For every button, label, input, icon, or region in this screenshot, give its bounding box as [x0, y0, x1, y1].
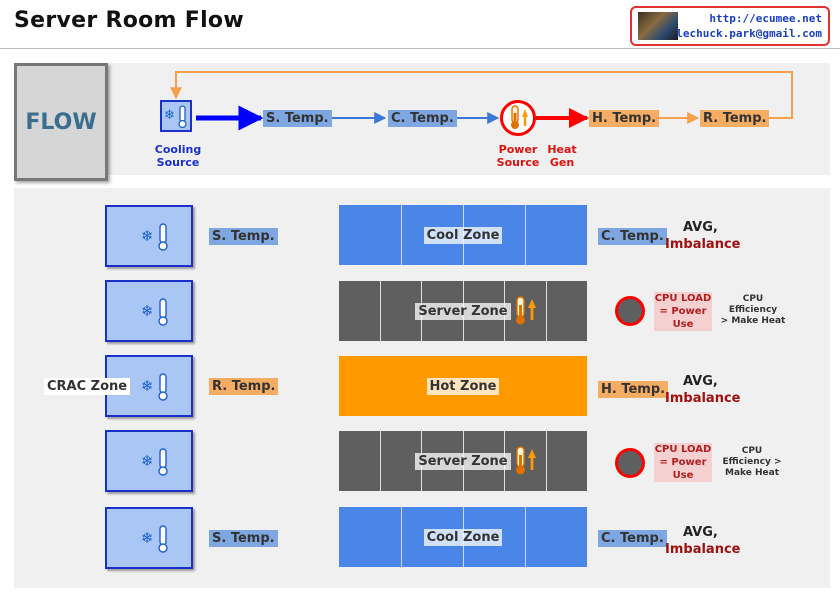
- cool-zone-top: Cool Zone: [339, 205, 587, 265]
- cooling-caption-line2: Source: [156, 156, 200, 169]
- cooling-source-caption: Cooling Source: [150, 143, 206, 169]
- server-zone-bottom: Server Zone: [339, 431, 587, 491]
- snowflake-thermometer-icon: ❄: [141, 525, 168, 553]
- cpu-load-line2: = Power: [659, 457, 707, 468]
- power-source-icon: [500, 100, 536, 136]
- room-s-temp-top: S. Temp.: [209, 228, 278, 245]
- hot-zone-label: Hot Zone: [426, 377, 500, 395]
- snowflake-thermometer-icon: ❄: [164, 105, 187, 129]
- snowflake-thermometer-icon: ❄: [141, 298, 168, 326]
- room-r-temp: R. Temp.: [209, 378, 279, 395]
- svg-text:❄: ❄: [141, 529, 154, 547]
- flow-s-temp: S. Temp.: [263, 110, 332, 127]
- eff-line3: Make Heat: [724, 468, 780, 478]
- eff-line2: Efficiency >: [722, 457, 782, 467]
- flow-return-loop: [170, 71, 793, 119]
- cpu-efficiency-note-top: CPU Efficiency > Make Heat: [718, 294, 788, 327]
- power-caption-line2: Source: [496, 156, 540, 169]
- page-title: Server Room Flow: [14, 8, 244, 33]
- cool-zone-bottom: Cool Zone: [339, 507, 587, 567]
- heat-gen-caption: Heat Gen: [542, 143, 582, 169]
- svg-text:❄: ❄: [141, 377, 154, 395]
- cpu-load-note-bottom: CPU LOAD = Power Use: [654, 443, 712, 482]
- contact-badge: http://ecumee.net lechuck.park@gmail.com: [630, 6, 830, 46]
- crac-unit: ❄: [105, 355, 193, 417]
- cpu-efficiency-note-bottom: CPU Efficiency > Make Heat: [716, 446, 788, 479]
- title-divider: [0, 48, 840, 49]
- imbalance-label: Imbalance: [665, 391, 741, 406]
- flow-h-temp: H. Temp.: [589, 110, 660, 127]
- author-thumbnail: [638, 12, 678, 40]
- crac-unit: ❄: [105, 280, 193, 342]
- cpu-load-line3: Use: [672, 319, 694, 330]
- server-zone-label: Server Zone: [415, 452, 511, 470]
- crac-unit: ❄: [105, 430, 193, 492]
- cpu-load-note-top: CPU LOAD = Power Use: [654, 292, 712, 331]
- svg-text:❄: ❄: [141, 452, 154, 470]
- flow-r-temp: R. Temp.: [700, 110, 770, 127]
- contact-url[interactable]: http://ecumee.net: [709, 12, 822, 25]
- cooling-source-icon: ❄: [160, 100, 192, 132]
- crac-unit: ❄: [105, 205, 193, 267]
- cool-zone-label: Cool Zone: [423, 226, 503, 244]
- room-c-temp-bottom: C. Temp.: [598, 530, 667, 547]
- server-zone-label: Server Zone: [415, 302, 511, 320]
- snowflake-thermometer-icon: ❄: [141, 223, 168, 251]
- cool-zone-label: Cool Zone: [423, 528, 503, 546]
- eff-line2: Efficiency: [728, 305, 778, 315]
- room-c-temp-top: C. Temp.: [598, 228, 667, 245]
- power-source-caption: Power Source: [492, 143, 544, 169]
- imbalance-label: Imbalance: [665, 542, 741, 557]
- snowflake-thermometer-icon: ❄: [141, 448, 168, 476]
- avg-imbalance-top: AVG, Imbalance: [665, 219, 740, 253]
- heat-thermometer-icon: [511, 105, 528, 129]
- snowflake-thermometer-icon: ❄: [141, 373, 168, 401]
- cpu-node-bottom: [615, 448, 645, 478]
- cpu-load-line1: CPU LOAD: [654, 293, 712, 304]
- crac-unit: ❄: [105, 507, 193, 569]
- flow-c-temp: C. Temp.: [388, 110, 457, 127]
- eff-line1: CPU: [742, 294, 764, 304]
- svg-text:❄: ❄: [141, 227, 154, 245]
- svg-text:❄: ❄: [141, 302, 154, 320]
- heat-caption-line2: Gen: [549, 156, 575, 169]
- avg-label: AVG,: [683, 525, 718, 540]
- avg-imbalance-bottom: AVG, Imbalance: [665, 524, 740, 558]
- contact-email[interactable]: lechuck.park@gmail.com: [676, 27, 822, 40]
- heat-thermometer-icon: [516, 296, 536, 325]
- hot-zone: Hot Zone: [339, 356, 587, 416]
- eff-line3: > Make Heat: [720, 316, 786, 326]
- cpu-load-line3: Use: [672, 470, 694, 481]
- power-caption-line1: Power: [498, 143, 538, 156]
- crac-zone-label: CRAC Zone: [44, 378, 131, 395]
- room-s-temp-bottom: S. Temp.: [209, 530, 278, 547]
- cpu-node-top: [615, 296, 645, 326]
- avg-label: AVG,: [683, 374, 718, 389]
- heat-caption-line1: Heat: [547, 143, 577, 156]
- flow-box: FLOW: [14, 63, 108, 181]
- imbalance-label: Imbalance: [665, 237, 741, 252]
- eff-line1: CPU: [741, 446, 763, 456]
- cpu-load-line1: CPU LOAD: [654, 444, 712, 455]
- server-zone-top: Server Zone: [339, 281, 587, 341]
- avg-label: AVG,: [683, 220, 718, 235]
- cpu-load-line2: = Power: [659, 306, 707, 317]
- avg-imbalance-middle: AVG, Imbalance: [665, 373, 740, 407]
- heat-thermometer-icon: [516, 446, 536, 475]
- cooling-caption-line1: Cooling: [154, 143, 202, 156]
- room-h-temp: H. Temp.: [598, 381, 669, 398]
- svg-text:❄: ❄: [164, 108, 175, 123]
